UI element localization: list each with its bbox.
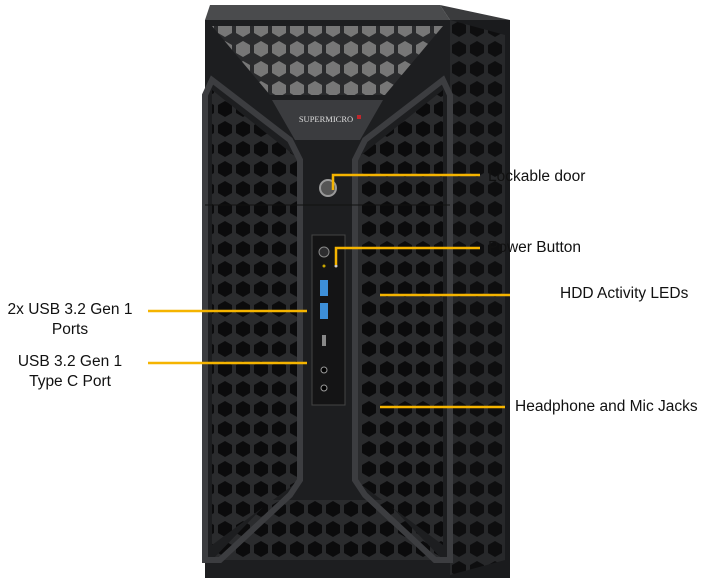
usb-a-port-1 (320, 280, 328, 296)
front-io-panel (311, 234, 346, 406)
brand-logo: SUPERMICRO (299, 114, 353, 124)
usb-c-port (322, 335, 326, 346)
label-audio-jacks: Headphone and Mic Jacks (515, 398, 698, 415)
power-led (322, 264, 326, 268)
label-usb-ports-line2: Ports (51, 321, 89, 338)
mic-jack (320, 384, 328, 392)
label-usbc: USB 3.2 Gen 1 Type C Port (0, 352, 140, 392)
label-usbc-line2: Type C Port (29, 373, 111, 390)
label-hdd-leds: HDD Activity LEDs (560, 285, 689, 302)
brand-logo-mark (357, 115, 361, 119)
usb-a-port-2 (320, 303, 328, 319)
hdd-led (334, 264, 338, 268)
chassis-top (205, 5, 450, 20)
logo-plate (272, 100, 383, 140)
callout-lockable-door (331, 173, 480, 190)
headphone-jack (320, 366, 328, 374)
label-usb-ports-line1: 2x USB 3.2 Gen 1 (7, 301, 133, 318)
label-usbc-line1: USB 3.2 Gen 1 (17, 353, 123, 370)
label-power-button: Power Button (488, 239, 582, 256)
label-lockable-door: Lockable door (488, 168, 586, 185)
right-vent (355, 90, 443, 545)
left-vent (212, 90, 300, 545)
callout-power-button (334, 246, 480, 265)
callout-lines (148, 173, 510, 409)
label-usb-ports: 2x USB 3.2 Gen 1 Ports (0, 300, 140, 340)
power-button (318, 246, 330, 258)
top-vent (212, 26, 443, 95)
